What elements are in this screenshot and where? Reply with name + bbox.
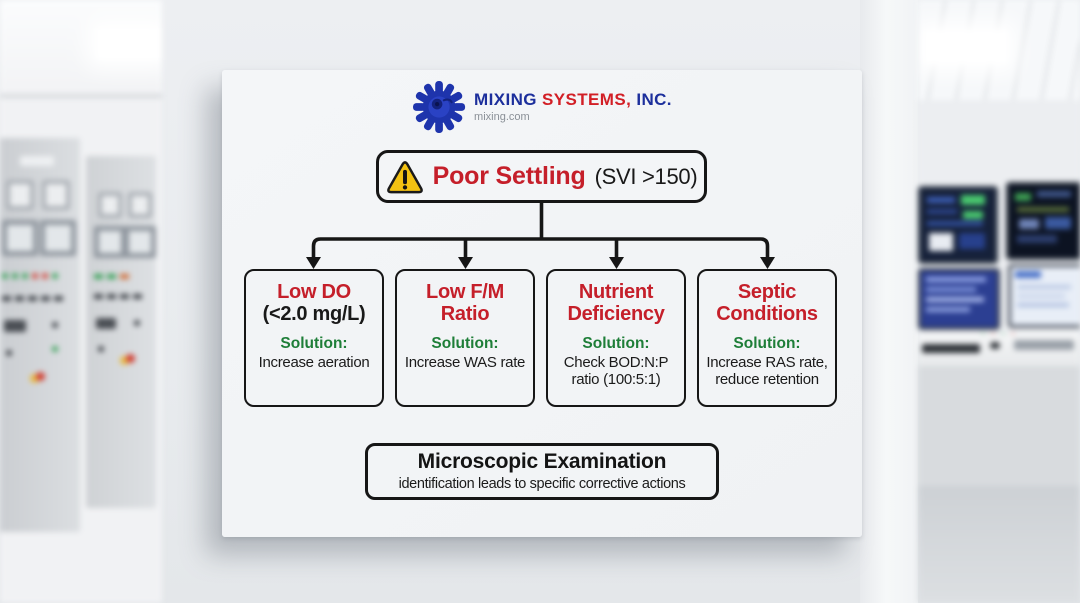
cause-box-nutrient-deficiency: Nutrient Deficiency Solution: Check BOD:… <box>546 269 686 407</box>
floor <box>918 486 1080 603</box>
warning-icon <box>386 160 423 193</box>
emergency-button-icon <box>36 372 45 381</box>
company-name: MIXING SYSTEMS, INC. <box>474 90 672 110</box>
cause-title: Septic Conditions <box>699 281 835 326</box>
ceiling-light-icon <box>96 28 162 60</box>
emergency-button-icon <box>126 354 135 363</box>
gear-impeller-icon <box>413 80 466 134</box>
logo-text: MIXING SYSTEMS, INC. mixing.com <box>474 90 672 123</box>
background-control-cabinets <box>0 0 162 603</box>
cause-box-low-fm-ratio: Low F/M Ratio Solution: Increase WAS rat… <box>395 269 535 407</box>
footer-subtitle: identification leads to specific correct… <box>398 475 686 492</box>
console-front <box>918 366 1080 488</box>
solution-text: Increase WAS rate <box>404 353 526 371</box>
background-control-room <box>918 0 1080 603</box>
cause-box-low-do: Low DO(<2.0 mg/L) Solution: Increase aer… <box>244 269 384 407</box>
company-logo: MIXING SYSTEMS, INC. mixing.com <box>412 80 672 134</box>
microscopic-examination-box: Microscopic Examination identification l… <box>365 443 719 500</box>
solution-label: Solution: <box>582 334 650 352</box>
ceiling-light-icon <box>924 30 1008 64</box>
scada-monitor <box>1006 182 1080 260</box>
solution-text: Increase RAS rate, reduce retention <box>706 353 828 389</box>
electrical-cabinet <box>86 156 156 508</box>
cause-title-text: Nutrient Deficiency <box>567 281 665 326</box>
logo-word-inc: INC. <box>631 90 672 110</box>
whiteboard-poster: MIXING SYSTEMS, INC. mixing.com Poor Set… <box>222 70 862 537</box>
mouse-icon <box>990 342 1000 349</box>
solution-text: Check BOD:N:P ratio (100:5:1) <box>563 353 669 389</box>
wall-edge <box>0 94 162 98</box>
trend-monitor <box>1008 264 1080 328</box>
solution-label: Solution: <box>733 334 801 352</box>
solution-label: Solution: <box>431 334 499 352</box>
root-title: Poor Settling <box>432 162 586 190</box>
logo-word-mixing: MIXING <box>474 90 537 110</box>
root-node-poor-settling: Poor Settling (SVI >150) <box>376 150 707 203</box>
footer-title: Microscopic Examination <box>417 450 667 474</box>
company-domain: mixing.com <box>474 110 530 123</box>
solution-label: Solution: <box>280 334 348 352</box>
flow-connectors <box>306 203 775 269</box>
solution-text: Increase aeration <box>258 353 370 371</box>
cause-title-text: Low DO <box>277 281 351 303</box>
root-qualifier: (SVI >150) <box>594 163 698 189</box>
cause-title: Low DO(<2.0 mg/L) <box>246 281 382 326</box>
cause-title-text: Low F/M Ratio <box>426 281 504 326</box>
cause-title: Low F/M Ratio <box>397 281 533 326</box>
keyboard-icon <box>922 344 980 353</box>
wall <box>860 0 918 603</box>
cause-box-septic-conditions: Septic Conditions Solution: Increase RAS… <box>697 269 837 407</box>
electrical-cabinet <box>0 138 80 532</box>
cause-title: Nutrient Deficiency <box>548 281 684 326</box>
scada-monitor <box>918 186 998 264</box>
control-keys <box>1014 340 1074 350</box>
data-monitor <box>918 268 1000 330</box>
logo-word-systems: SYSTEMS, <box>536 90 632 110</box>
cause-title-text: Septic Conditions <box>716 281 818 326</box>
cause-title-detail: (<2.0 mg/L) <box>262 303 366 326</box>
